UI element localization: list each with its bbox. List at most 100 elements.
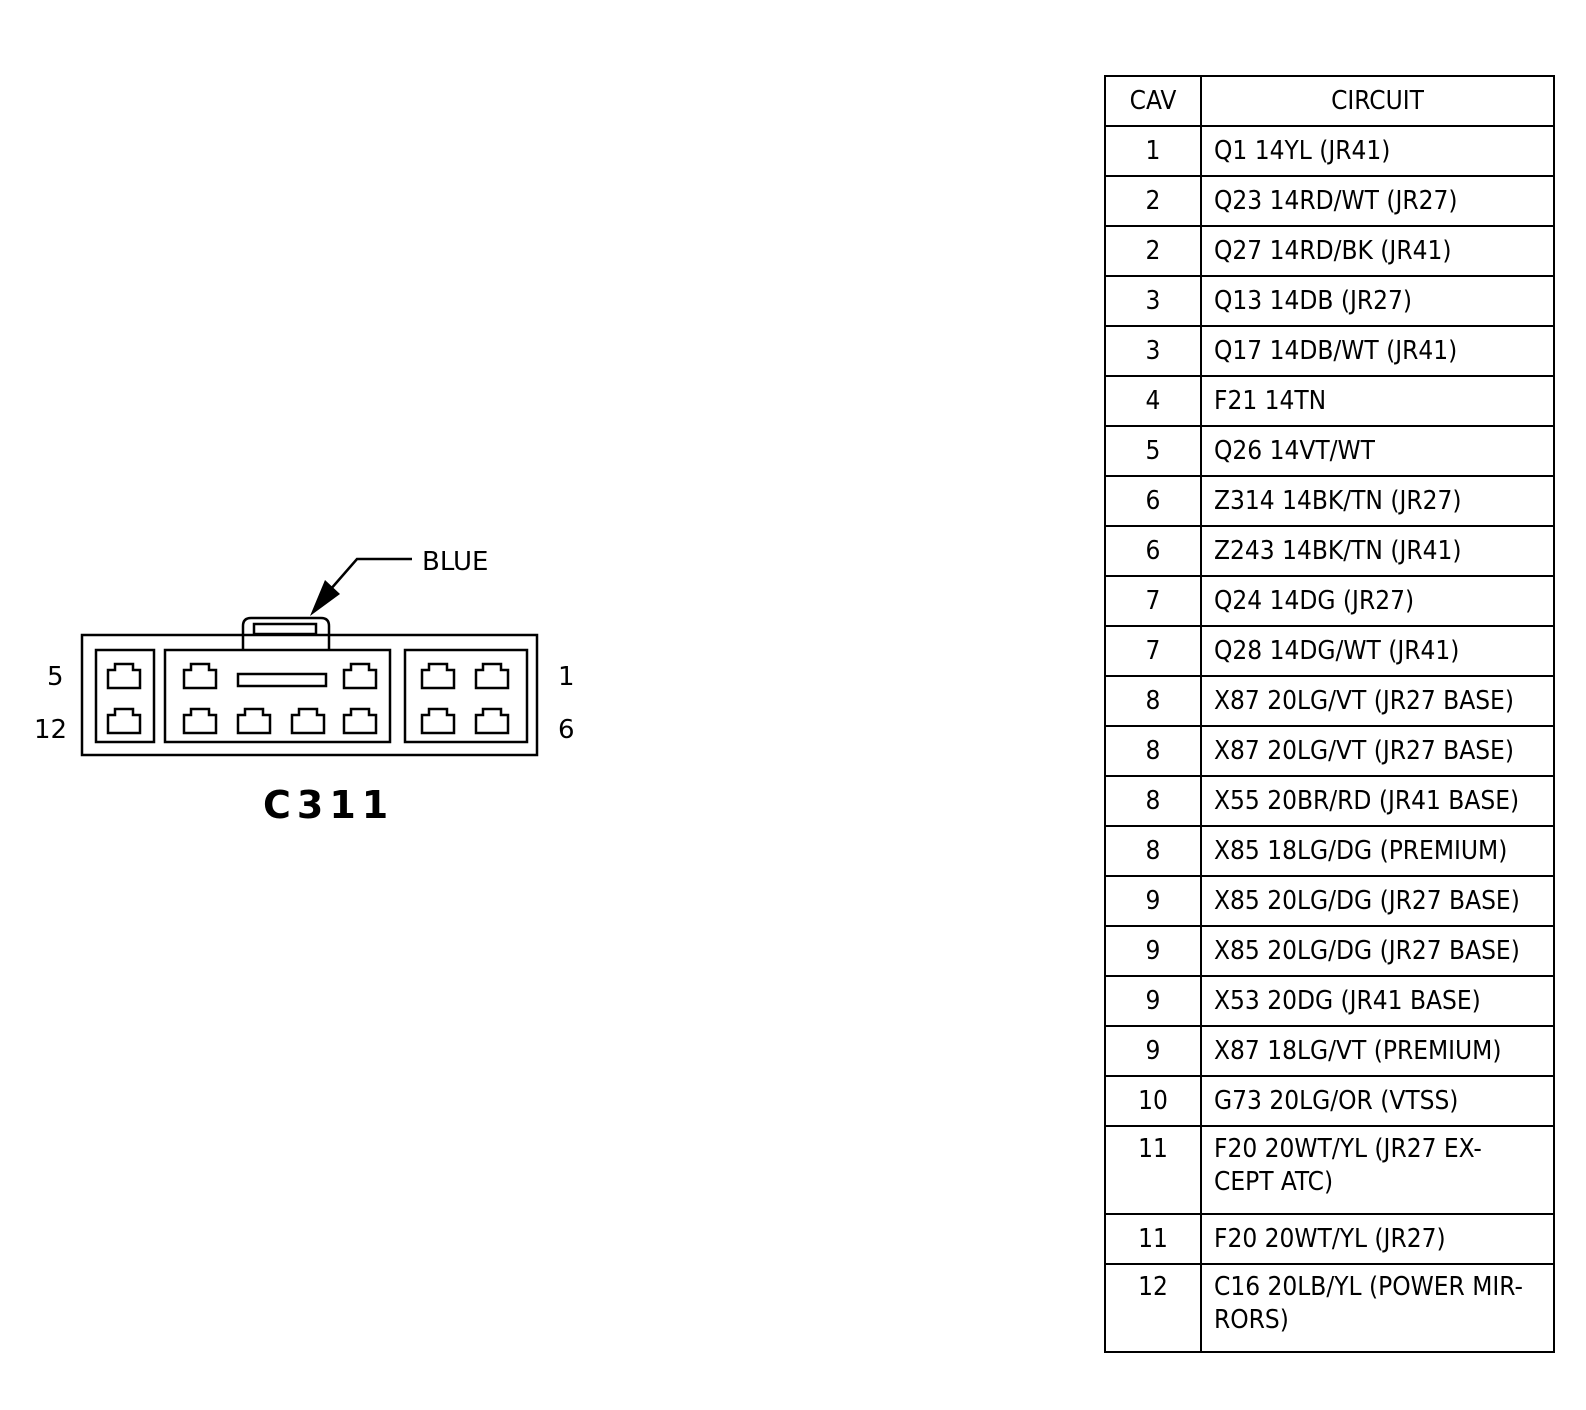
cavity-icon bbox=[342, 662, 378, 690]
latch-slot bbox=[252, 622, 318, 636]
circuit-cell: X85 20LG/DG (JR27 BASE) bbox=[1200, 875, 1555, 927]
middle-bar bbox=[236, 672, 328, 688]
cav-cell: 3 bbox=[1104, 275, 1202, 327]
cav-cell: 10 bbox=[1104, 1075, 1202, 1127]
cavity-icon bbox=[420, 662, 456, 690]
circuit-cell: Q28 14DG/WT (JR41) bbox=[1200, 625, 1555, 677]
cavity-icon bbox=[106, 662, 142, 690]
circuit-cell: X87 20LG/VT (JR27 BASE) bbox=[1200, 675, 1555, 727]
leader-arrow-icon bbox=[310, 580, 340, 616]
cav-cell: 7 bbox=[1104, 625, 1202, 677]
cav-cell: 9 bbox=[1104, 1025, 1202, 1077]
header-circuit: CIRCUIT bbox=[1200, 75, 1555, 127]
cavity-icon bbox=[182, 707, 218, 735]
connector-name: C311 bbox=[263, 783, 394, 827]
table-header-row: CAV CIRCUIT bbox=[1104, 75, 1555, 127]
cavity-icon bbox=[474, 707, 510, 735]
cavity-icon bbox=[342, 707, 378, 735]
cav-cell: 3 bbox=[1104, 325, 1202, 377]
cav-cell: 8 bbox=[1104, 825, 1202, 877]
circuit-cell: F20 20WT/YL (JR27 EX- CEPT ATC) bbox=[1200, 1125, 1555, 1215]
pin-label-bottom-left: 12 bbox=[34, 715, 67, 745]
section-left bbox=[94, 648, 156, 744]
circuit-cell: F21 14TN bbox=[1200, 375, 1555, 427]
circuit-cell: Z314 14BK/TN (JR27) bbox=[1200, 475, 1555, 527]
connector-body bbox=[80, 633, 539, 757]
circuit-cell: X87 20LG/VT (JR27 BASE) bbox=[1200, 725, 1555, 777]
circuit-cell: Q13 14DB (JR27) bbox=[1200, 275, 1555, 327]
cavity-icon bbox=[236, 707, 272, 735]
pin-label-top-left: 5 bbox=[47, 662, 64, 692]
circuit-cell: X87 18LG/VT (PREMIUM) bbox=[1200, 1025, 1555, 1077]
cavity-icon bbox=[290, 707, 326, 735]
cav-cell: 8 bbox=[1104, 675, 1202, 727]
cav-cell: 9 bbox=[1104, 925, 1202, 977]
cav-cell: 4 bbox=[1104, 375, 1202, 427]
section-middle bbox=[163, 648, 392, 744]
circuit-cell: Q17 14DB/WT (JR41) bbox=[1200, 325, 1555, 377]
pin-label-top-right: 1 bbox=[558, 662, 575, 692]
cav-cell: 11 bbox=[1104, 1125, 1202, 1215]
cav-cell: 5 bbox=[1104, 425, 1202, 477]
connector-diagram: BLUE 5 12 1 6 C311 bbox=[34, 547, 575, 827]
cav-cell: 6 bbox=[1104, 525, 1202, 577]
circuit-cell: X85 18LG/DG (PREMIUM) bbox=[1200, 825, 1555, 877]
cav-cell: 9 bbox=[1104, 975, 1202, 1027]
circuit-cell: X53 20DG (JR41 BASE) bbox=[1200, 975, 1555, 1027]
cavity-icon bbox=[474, 662, 510, 690]
circuit-cell: Q27 14RD/BK (JR41) bbox=[1200, 225, 1555, 277]
cav-cell: 8 bbox=[1104, 725, 1202, 777]
circuit-cell: Q26 14VT/WT bbox=[1200, 425, 1555, 477]
connector-latch bbox=[241, 616, 331, 650]
cav-cell: 12 bbox=[1104, 1263, 1202, 1353]
circuit-cell: G73 20LG/OR (VTSS) bbox=[1200, 1075, 1555, 1127]
leader-line bbox=[329, 557, 412, 591]
cav-cell: 11 bbox=[1104, 1213, 1202, 1265]
circuit-cell: X85 20LG/DG (JR27 BASE) bbox=[1200, 925, 1555, 977]
section-right bbox=[403, 648, 529, 744]
circuit-cell: Q24 14DG (JR27) bbox=[1200, 575, 1555, 627]
pin-label-bottom-right: 6 bbox=[558, 715, 575, 745]
cav-cell: 9 bbox=[1104, 875, 1202, 927]
cav-cell: 6 bbox=[1104, 475, 1202, 527]
cavity-icon bbox=[182, 662, 218, 690]
circuit-cell: Z243 14BK/TN (JR41) bbox=[1200, 525, 1555, 577]
circuit-cell: X55 20BR/RD (JR41 BASE) bbox=[1200, 775, 1555, 827]
color-label: BLUE bbox=[422, 547, 489, 577]
cavity-icon bbox=[106, 707, 142, 735]
cavity-icon bbox=[420, 707, 456, 735]
circuit-cell: F20 20WT/YL (JR27) bbox=[1200, 1213, 1555, 1265]
circuit-cell: Q1 14YL (JR41) bbox=[1200, 125, 1555, 177]
header-cav: CAV bbox=[1104, 75, 1202, 127]
cav-cell: 2 bbox=[1104, 225, 1202, 277]
circuit-cell: Q23 14RD/WT (JR27) bbox=[1200, 175, 1555, 227]
cav-cell: 8 bbox=[1104, 775, 1202, 827]
cav-cell: 7 bbox=[1104, 575, 1202, 627]
cav-cell: 1 bbox=[1104, 125, 1202, 177]
circuit-cell: C16 20LB/YL (POWER MIR- RORS) bbox=[1200, 1263, 1555, 1353]
